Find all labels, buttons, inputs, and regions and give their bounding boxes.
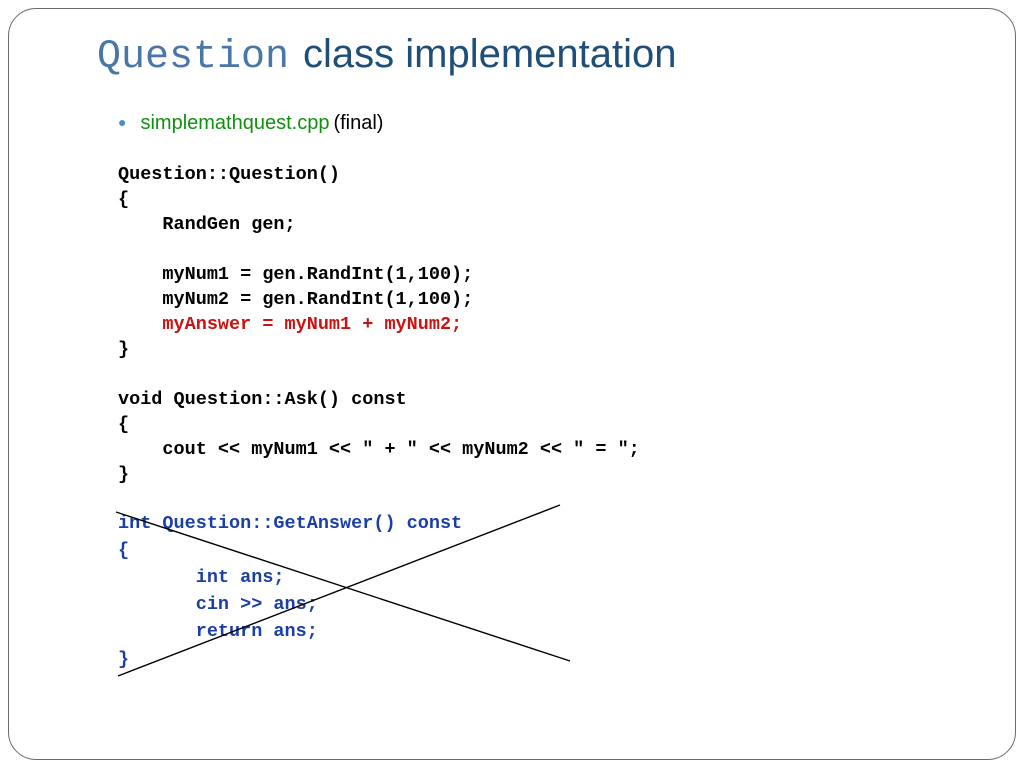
- code-line: }: [118, 464, 130, 485]
- title-text: class implementation: [303, 32, 677, 76]
- code-line-highlighted: myAnswer = myNum1 + myNum2;: [118, 314, 463, 335]
- code-line: void Question::Ask() const: [118, 389, 407, 410]
- struck-code-line: int ans;: [118, 567, 285, 588]
- struck-code-line: return ans;: [118, 621, 318, 642]
- bullet-item: ● simplemathquest.cpp(final): [118, 112, 383, 135]
- title-class-name: Question: [97, 35, 290, 80]
- slide-title: Question class implementation: [97, 34, 677, 78]
- bullet-note: (final): [333, 112, 384, 134]
- code-line: {: [118, 189, 130, 210]
- code-line: {: [118, 414, 130, 435]
- code-line: myNum1 = gen.RandInt(1,100);: [118, 264, 474, 285]
- struck-code-line: cin >> ans;: [118, 594, 318, 615]
- struck-code-line: int Question::GetAnswer() const: [118, 513, 463, 534]
- code-line: }: [118, 339, 130, 360]
- struck-code-line: {: [118, 540, 130, 561]
- code-line: myNum2 = gen.RandInt(1,100);: [118, 289, 474, 310]
- bullet-filename: simplemathquest.cpp: [140, 112, 330, 134]
- code-line: RandGen gen;: [118, 214, 296, 235]
- struck-code-line: }: [118, 649, 130, 670]
- bullet-dot-icon: ●: [118, 114, 127, 130]
- code-line: cout << myNum1 << " + " << myNum2 << " =…: [118, 439, 640, 460]
- code-line: Question::Question(): [118, 164, 341, 185]
